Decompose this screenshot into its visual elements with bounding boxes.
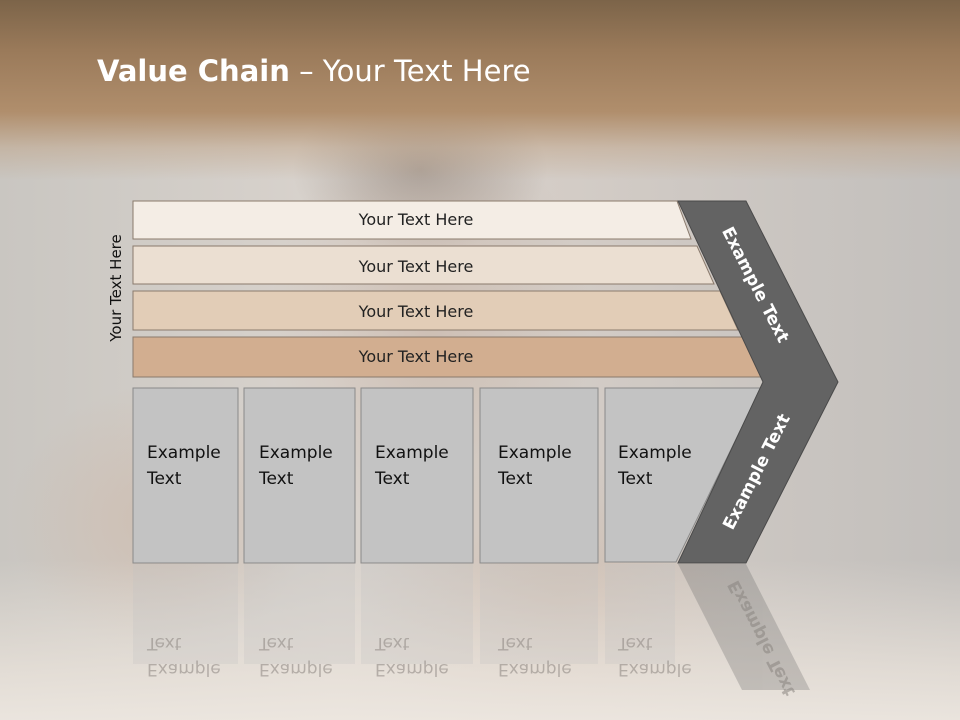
box-2 xyxy=(243,387,356,564)
box-reflection-4: Example Text xyxy=(498,633,572,679)
box-label-2: Example Text xyxy=(259,443,333,489)
box-1 xyxy=(132,387,239,564)
box-4 xyxy=(479,387,599,564)
row-label-1: Your Text Here xyxy=(358,209,474,229)
box-reflection-5: Example Text xyxy=(618,633,692,679)
box-label-4: Example Text xyxy=(498,443,572,489)
box-label-1: Example Text xyxy=(147,443,221,489)
box-reflection-1: Example Text xyxy=(147,633,221,679)
title-band xyxy=(0,0,960,180)
row-label-4: Your Text Here xyxy=(358,346,474,366)
row-label-3: Your Text Here xyxy=(358,301,474,321)
title-bold: Value Chain xyxy=(97,54,290,88)
box-label-3: Example Text xyxy=(375,443,449,489)
chevron-arrow xyxy=(677,200,839,564)
slide-title: Value Chain – Your Text Here xyxy=(97,54,531,88)
row-label-2: Your Text Here xyxy=(358,256,474,276)
box-reflection-3: Example Text xyxy=(375,633,449,679)
diagram-reflection xyxy=(133,564,810,690)
box-5 xyxy=(604,387,762,563)
row-bar-2 xyxy=(132,245,715,285)
box-label-5: Example Text xyxy=(618,443,692,489)
reflection-fade xyxy=(0,560,960,720)
row-bar-3 xyxy=(132,290,739,331)
box-reflection-2: Example Text xyxy=(259,633,333,679)
title-rest: – Your Text Here xyxy=(289,54,531,88)
box-3 xyxy=(360,387,474,564)
row-bar-1 xyxy=(132,200,692,240)
